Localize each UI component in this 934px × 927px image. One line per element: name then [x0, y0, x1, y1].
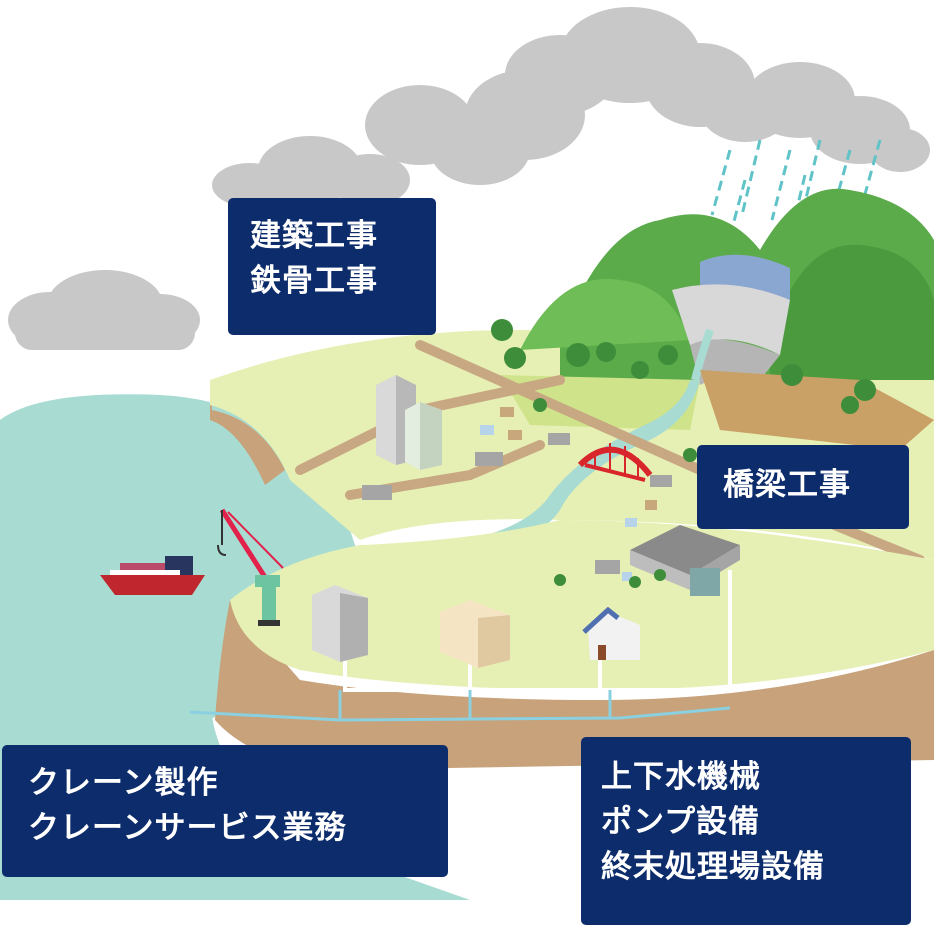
crane-services-label: クレーン製作 クレーンサービス業務 — [2, 745, 448, 877]
dam-icon — [672, 254, 790, 385]
label-line: 鉄骨工事 — [250, 262, 378, 299]
building-construction-label: 建築工事 鉄骨工事 — [228, 198, 436, 335]
label-line: 終末処理場設備 — [601, 848, 825, 885]
office-building-icon — [312, 585, 368, 662]
label-line: 建築工事 — [250, 218, 378, 254]
ship-icon — [100, 556, 205, 595]
cloud-icon — [8, 7, 930, 350]
tree-icon — [491, 319, 876, 588]
label-line: ポンプ設備 — [601, 803, 761, 840]
crane-icon — [217, 508, 284, 626]
label-line: 橋梁工事 — [723, 467, 851, 503]
house-icon — [582, 606, 640, 660]
office-building-icon — [376, 375, 442, 470]
bridge-construction-label: 橋梁工事 — [697, 445, 909, 529]
apartment-building-icon — [440, 600, 510, 668]
bridge-icon — [577, 443, 653, 482]
label-line: クレーンサービス業務 — [28, 809, 347, 846]
water-equipment-label: 上下水機械 ポンプ設備 終末処理場設備 — [581, 737, 911, 925]
label-line: 上下水機械 — [601, 759, 761, 795]
label-line: クレーン製作 — [28, 765, 219, 801]
